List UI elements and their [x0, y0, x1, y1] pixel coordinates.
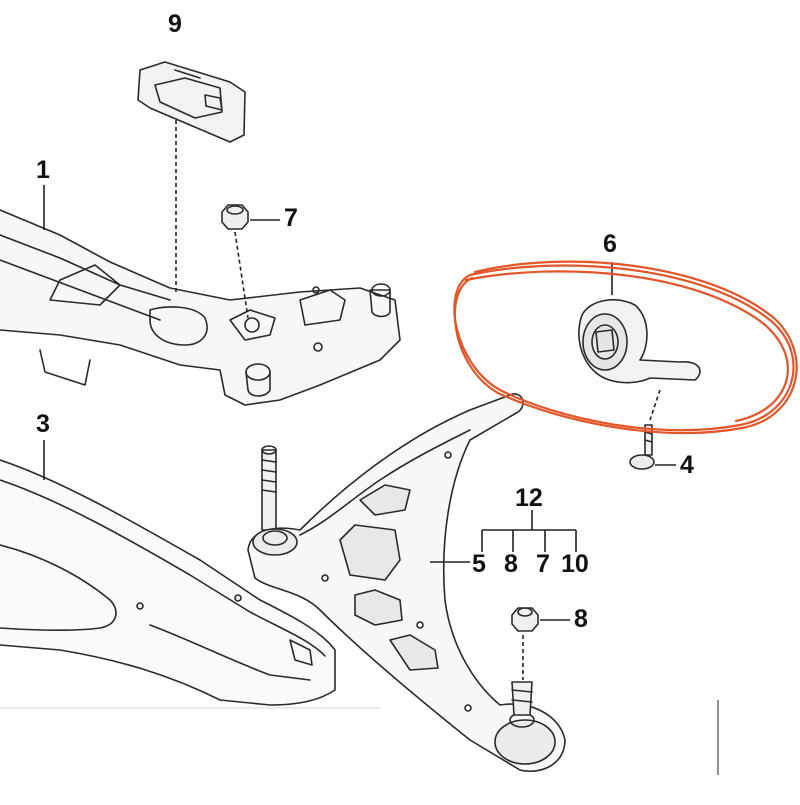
callout-7-upper: 7: [284, 204, 298, 232]
callout-9: 9: [168, 10, 182, 38]
nut-part-7-upper: [221, 204, 249, 230]
callout-10: 10: [561, 550, 589, 578]
callout-6: 6: [603, 230, 617, 258]
highlight-circle: [453, 260, 798, 435]
frame-edges: [0, 700, 719, 775]
bolt-stud: [261, 445, 277, 531]
leader-lines: [43, 120, 676, 680]
bracket-part-9: [137, 61, 246, 143]
callout-7-group: 7: [536, 550, 550, 578]
callout-1: 1: [36, 156, 50, 184]
bolt-part-4: [629, 424, 655, 470]
callout-12: 12: [515, 484, 543, 512]
callout-5: 5: [472, 550, 486, 578]
control-arm-part-5: [247, 393, 566, 772]
nut-part-8-lower: [511, 607, 539, 632]
crossmember-part-1: [0, 209, 401, 406]
callout-8-lower: 8: [574, 605, 588, 633]
bushing-bracket-part-6: [578, 299, 701, 384]
callout-4: 4: [680, 451, 694, 479]
callout-8-group: 8: [504, 550, 518, 578]
subframe-part-3: [0, 459, 336, 706]
callout-3: 3: [36, 410, 50, 438]
